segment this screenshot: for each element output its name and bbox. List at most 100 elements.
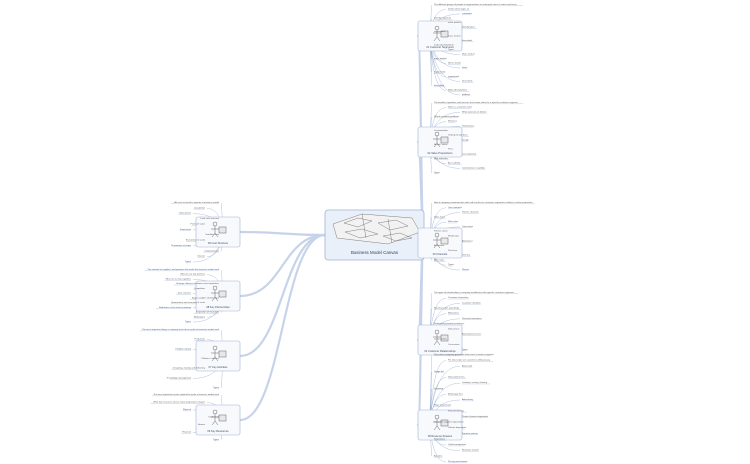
label-channels-3[interactable]: Sales force: [434, 215, 446, 218]
label-revenue-streams-10[interactable]: Fixed list pricing: [448, 409, 464, 412]
label-customer-segments-18[interactable]: diversified: [434, 84, 445, 87]
label-customer-segments-9[interactable]: multi-sided platforms: [434, 44, 455, 47]
label-cost-structure-8[interactable]: Economies of scope: [171, 245, 191, 247]
label-channels-13[interactable]: Types: [448, 264, 455, 266]
label-value-propositions-1[interactable]: Solves a customer need: [448, 106, 472, 109]
central-topic[interactable]: Business Model Canvas: [324, 209, 425, 261]
label-value-propositions-10[interactable]: Price: [448, 148, 454, 151]
label-revenue-streams-15[interactable]: Negotiation: [434, 437, 446, 440]
label-key-resources-1[interactable]: What key resources do our value proposit…: [153, 401, 206, 404]
label-channels-8[interactable]: Awareness: [462, 239, 474, 242]
label-cost-structure-0[interactable]: All costs incurred to operate a business…: [174, 201, 219, 204]
label-value-propositions-6[interactable]: Customization: [434, 129, 449, 132]
label-customer-relationships-2[interactable]: Customer retention: [462, 301, 481, 304]
label-channels-10[interactable]: Purchase: [448, 249, 458, 252]
label-cost-structure-6[interactable]: Variable costs: [205, 233, 219, 236]
label-customer-segments-19[interactable]: Multi-sided platform: [448, 89, 467, 92]
topic-key-resources[interactable]: 06 Key Resources: [195, 404, 241, 436]
label-value-propositions-0[interactable]: The bundle of products and services that…: [434, 101, 518, 104]
label-customer-segments-11[interactable]: Mass market: [462, 53, 475, 56]
label-revenue-streams-2[interactable]: Asset sale: [462, 364, 473, 367]
topic-customer-segments[interactable]: 01 Customer Segments: [417, 20, 463, 52]
label-cost-structure-4[interactable]: Premium value: [190, 222, 205, 225]
label-customer-segments-10[interactable]: Types: [448, 49, 455, 51]
label-value-propositions-12[interactable]: Risk reduction: [434, 157, 449, 160]
label-revenue-streams-17[interactable]: Real-time market: [462, 449, 479, 452]
label-customer-segments-5[interactable]: Identify types: [462, 26, 476, 29]
label-key-resources-6[interactable]: Types: [213, 439, 220, 441]
topic-cost-structure[interactable]: 09 Cost Structure: [195, 216, 241, 248]
label-cost-structure-10[interactable]: Classes: [197, 256, 206, 258]
label-key-activities-5[interactable]: Knowledge management: [167, 376, 192, 379]
label-key-activities-3[interactable]: Platform / network: [201, 357, 220, 360]
label-customer-relationships-7[interactable]: Self-service: [448, 327, 460, 330]
label-value-propositions-5[interactable]: Performance: [462, 124, 475, 127]
label-channels-12[interactable]: After sales: [434, 258, 445, 261]
label-revenue-streams-6[interactable]: Licensing: [434, 388, 444, 390]
label-cost-structure-9[interactable]: Characteristics: [205, 249, 220, 252]
label-customer-segments-4[interactable]: niche market: [448, 21, 461, 24]
label-key-partnerships-1[interactable]: Who are our key partners: [180, 273, 206, 276]
topic-channels[interactable]: 03 Channels: [417, 227, 463, 259]
label-revenue-streams-19[interactable]: Pricing mechanisms: [448, 460, 468, 463]
label-revenue-streams-7[interactable]: Brokerage fees: [448, 392, 464, 395]
label-customer-relationships-4[interactable]: Motivations: [448, 312, 460, 315]
label-revenue-streams-11[interactable]: Product feature dependent: [462, 415, 488, 418]
label-revenue-streams-13[interactable]: Volume dependent: [448, 426, 467, 429]
label-cost-structure-7[interactable]: Economies of scale: [186, 240, 206, 242]
label-value-propositions-15[interactable]: Types: [434, 172, 441, 174]
label-revenue-streams-5[interactable]: Lending / renting / leasing: [462, 381, 488, 384]
label-cost-structure-5[interactable]: Fixed costs: [180, 228, 192, 231]
label-cost-structure-11[interactable]: Types: [185, 261, 192, 263]
label-key-partnerships-2[interactable]: Who are our key suppliers: [166, 277, 192, 280]
label-customer-segments-14[interactable]: niche: [462, 67, 468, 69]
label-revenue-streams-3[interactable]: Usage fee: [434, 371, 445, 373]
label-key-partnerships-5[interactable]: Joint ventures: [177, 292, 192, 295]
label-value-propositions-9[interactable]: Brand / status: [434, 143, 448, 146]
label-key-resources-5[interactable]: Financial: [182, 432, 191, 434]
label-value-propositions-7[interactable]: Getting the job done: [448, 134, 468, 137]
label-revenue-streams-4[interactable]: Subscription fees: [448, 376, 466, 379]
label-key-partnerships-4[interactable]: Coopetition: [194, 287, 206, 290]
label-value-propositions-14[interactable]: Convenience / usability: [462, 166, 485, 169]
label-revenue-streams-18[interactable]: Auctions: [434, 454, 443, 457]
topic-key-partnerships[interactable]: 08 Key Partnerships: [195, 280, 241, 312]
label-customer-segments-13[interactable]: Niche market: [448, 62, 461, 65]
label-key-resources-3[interactable]: Intellectual: [209, 416, 220, 419]
label-customer-segments-3[interactable]: Identify segments: [434, 17, 452, 20]
label-cost-structure-3[interactable]: Lean cost structure: [200, 217, 219, 220]
label-value-propositions-13[interactable]: Accessibility: [448, 162, 461, 165]
label-key-activities-6[interactable]: Types: [213, 387, 220, 389]
label-value-propositions-3[interactable]: Which customer problems: [434, 115, 460, 118]
label-cost-structure-1[interactable]: Cost-driven: [194, 206, 206, 209]
label-key-resources-0[interactable]: The most important assets required to ma…: [153, 393, 220, 396]
label-customer-segments-2[interactable]: customers: [462, 12, 473, 15]
label-channels-7[interactable]: Wholesaler: [448, 235, 459, 238]
label-customer-segments-8[interactable]: diversified: [462, 39, 473, 42]
label-customer-relationships-9[interactable]: Communities: [434, 338, 448, 341]
topic-value-propositions[interactable]: 02 Value Propositions: [417, 126, 463, 158]
label-customer-segments-20[interactable]: platform: [462, 93, 470, 96]
label-value-propositions-11[interactable]: Cost reduction: [462, 152, 477, 155]
label-value-propositions-2[interactable]: What value do we deliver: [462, 110, 487, 113]
label-channels-2[interactable]: Partner channels: [462, 211, 479, 214]
label-channels-14[interactable]: Phases: [462, 269, 470, 271]
label-customer-segments-1[interactable]: Define which types of: [448, 8, 469, 11]
label-key-partnerships-8[interactable]: Reduction of risk and uncertainty: [159, 306, 192, 309]
label-customer-relationships-8[interactable]: Automated services: [462, 332, 482, 335]
label-customer-relationships-10[interactable]: Co-creation: [448, 343, 460, 346]
label-channels-9[interactable]: Evaluation: [434, 244, 445, 247]
label-revenue-streams-9[interactable]: Ways to generate: [434, 404, 452, 407]
topic-revenue-streams[interactable]: 05 Revenue Streams: [417, 409, 463, 441]
label-key-partnerships-3[interactable]: Strategic alliances between non-competit…: [176, 282, 220, 285]
label-channels-11[interactable]: Delivery: [462, 254, 471, 257]
label-key-resources-2[interactable]: Physical: [183, 409, 192, 411]
label-customer-segments-0[interactable]: The different groups of people or organi…: [434, 3, 517, 6]
label-revenue-streams-16[interactable]: Yield management: [448, 443, 467, 446]
label-customer-relationships-6[interactable]: Dedicated personal assistance: [434, 322, 465, 325]
label-channels-6[interactable]: Partner stores: [434, 230, 449, 233]
label-value-propositions-8[interactable]: Design: [462, 139, 470, 141]
label-customer-segments-17[interactable]: Diversified: [462, 80, 473, 83]
label-customer-segments-7[interactable]: mass market: [448, 35, 461, 38]
label-key-partnerships-10[interactable]: Motivations: [194, 315, 206, 318]
